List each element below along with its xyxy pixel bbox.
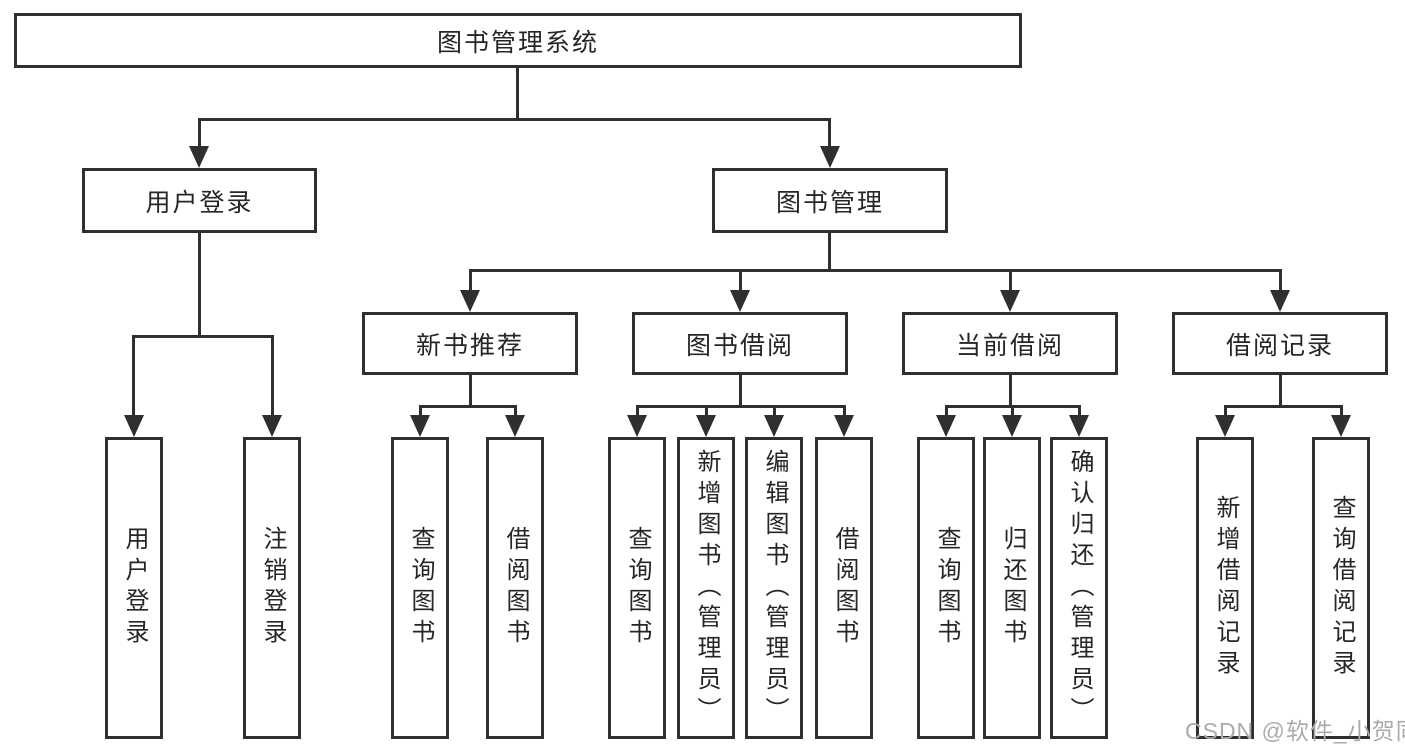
leaf-user-login: 用户登录 xyxy=(105,437,163,739)
node-label: 当前借阅 xyxy=(955,331,1064,360)
arrow-down-icon xyxy=(764,415,784,437)
connector-stem-leaf xyxy=(1011,405,1014,417)
connector-stem-leaf xyxy=(705,405,708,417)
node-label: 编辑图书（管理员） xyxy=(761,448,788,728)
connector-stem-leaf xyxy=(843,405,846,417)
node-book-borrowing: 图书借阅 xyxy=(632,312,848,375)
arrow-down-icon xyxy=(410,415,430,437)
arrow-down-icon xyxy=(460,290,480,312)
arrow-down-icon xyxy=(1270,290,1290,312)
node-current-borrowing: 当前借阅 xyxy=(902,312,1118,375)
connector-user-login-split xyxy=(133,335,274,338)
leaf-add-borrow-record: 新增借阅记录 xyxy=(1196,437,1254,739)
arrow-down-icon xyxy=(1069,415,1089,437)
leaf-edit-book-admin: 编辑图书（管理员） xyxy=(745,437,803,739)
arrow-down-icon xyxy=(730,290,750,312)
leaf-add-book-admin: 新增图书（管理员） xyxy=(677,437,735,739)
node-borrowing-records: 借阅记录 xyxy=(1172,312,1388,375)
connector-stem-borrow xyxy=(739,269,742,292)
connector-stem-leaf xyxy=(1078,405,1081,417)
node-label: 查询图书 xyxy=(933,526,960,650)
node-label: 查询图书 xyxy=(624,526,651,650)
arrow-down-icon xyxy=(262,415,282,437)
node-label: 借阅图书 xyxy=(502,526,529,650)
connector-book-mgmt-vertical xyxy=(828,233,831,272)
leaf-query-books-recommend: 查询图书 xyxy=(391,437,449,739)
arrow-down-icon xyxy=(1002,415,1022,437)
connector-borrow-split xyxy=(636,405,846,408)
node-new-book-recommend: 新书推荐 xyxy=(362,312,578,375)
connector-borrow-vertical xyxy=(739,375,742,408)
leaf-query-borrow-record: 查询借阅记录 xyxy=(1312,437,1370,739)
node-library-management-system: 图书管理系统 xyxy=(14,13,1022,68)
leaf-confirm-return-admin: 确认归还（管理员） xyxy=(1050,437,1108,739)
node-label: 用户登录 xyxy=(145,188,254,217)
connector-current-vertical xyxy=(1009,375,1012,408)
node-label: 查询图书 xyxy=(407,526,434,650)
connector-level3-horizontal xyxy=(469,269,1282,272)
connector-stem-records xyxy=(1279,269,1282,292)
connector-level2-horizontal xyxy=(198,118,831,121)
connector-records-split xyxy=(1224,405,1343,408)
connector-stem-leaf xyxy=(636,405,639,417)
node-label: 查询借阅记录 xyxy=(1328,495,1355,681)
node-label: 图书管理系统 xyxy=(436,28,599,57)
connector-recommend-vertical xyxy=(469,375,472,408)
leaf-borrow-books-recommend: 借阅图书 xyxy=(486,437,544,739)
arrow-down-icon xyxy=(1331,415,1351,437)
node-label: 用户登录 xyxy=(121,526,148,650)
node-label: 借阅记录 xyxy=(1225,331,1334,360)
node-label: 图书管理 xyxy=(775,188,884,217)
connector-root-vertical xyxy=(516,68,519,121)
connector-stem-current xyxy=(1009,269,1012,292)
leaf-borrow-books-borrow: 借阅图书 xyxy=(815,437,873,739)
connector-stem-book-mgmt xyxy=(828,118,831,148)
arrow-down-icon xyxy=(820,146,840,168)
node-label: 注销登录 xyxy=(259,526,286,650)
leaf-return-books: 归还图书 xyxy=(983,437,1041,739)
connector-stem-leaf xyxy=(132,335,135,416)
arrow-down-icon xyxy=(1215,415,1235,437)
node-label: 新增借阅记录 xyxy=(1212,495,1239,681)
leaf-logout: 注销登录 xyxy=(243,437,301,739)
node-label: 归还图书 xyxy=(999,526,1026,650)
node-label: 新增图书（管理员） xyxy=(693,448,720,728)
connector-stem-leaf xyxy=(271,335,274,416)
node-label: 确认归还（管理员） xyxy=(1066,448,1093,728)
node-user-login: 用户登录 xyxy=(82,168,317,233)
arrow-down-icon xyxy=(189,146,209,168)
arrow-down-icon xyxy=(1000,290,1020,312)
connector-recommend-split xyxy=(419,405,517,408)
leaf-query-books-current: 查询图书 xyxy=(917,437,975,739)
connector-user-login-vertical xyxy=(198,233,201,337)
connector-stem-leaf xyxy=(773,405,776,417)
node-label: 图书借阅 xyxy=(685,331,794,360)
arrow-down-icon xyxy=(627,415,647,437)
arrow-down-icon xyxy=(696,415,716,437)
leaf-query-books-borrow: 查询图书 xyxy=(608,437,666,739)
csdn-watermark: CSDN @软件_小贺同学 xyxy=(1185,718,1405,744)
arrow-down-icon xyxy=(834,415,854,437)
connector-stem-leaf xyxy=(514,405,517,417)
arrow-down-icon xyxy=(505,415,525,437)
arrow-down-icon xyxy=(124,415,144,437)
node-label: 借阅图书 xyxy=(831,526,858,650)
connector-stem-leaf xyxy=(419,405,422,417)
connector-records-vertical xyxy=(1279,375,1282,408)
node-label: 新书推荐 xyxy=(415,331,524,360)
connector-stem-leaf xyxy=(945,405,948,417)
connector-stem-leaf xyxy=(1224,405,1227,417)
connector-stem-recommend xyxy=(469,269,472,292)
arrow-down-icon xyxy=(936,415,956,437)
node-book-management: 图书管理 xyxy=(712,168,948,233)
connector-stem-user-login xyxy=(198,118,201,148)
connector-stem-leaf xyxy=(1340,405,1343,417)
